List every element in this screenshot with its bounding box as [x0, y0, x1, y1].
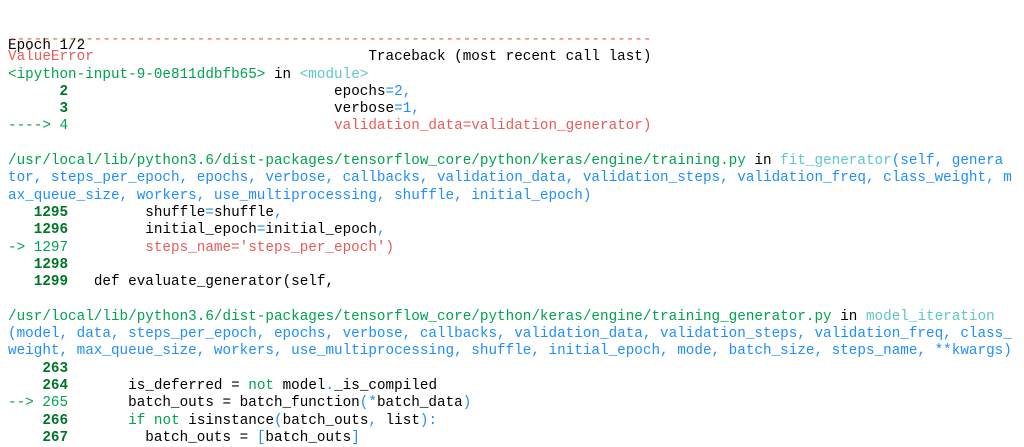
traceback-line — [8, 291, 1012, 308]
traceback-segment: batch_outs = batch_function — [68, 395, 360, 412]
traceback-segment: isinstance — [179, 412, 275, 429]
traceback-segment: batch_outs = — [68, 429, 257, 446]
traceback-segment: ( — [274, 412, 283, 429]
traceback-line: 267 batch_outs = [batch_outs] — [8, 430, 1012, 447]
traceback-line: 264 is_deferred = not model._is_compiled — [8, 378, 1012, 395]
traceback-segment: not — [248, 377, 274, 394]
traceback-line: ----> 4 validation_data=validation_gener… — [8, 118, 1012, 135]
stdout-output: Epoch 1/2 — [8, 3, 1012, 72]
traceback-segment: 267 — [8, 429, 69, 446]
traceback-segment: 263 — [8, 360, 69, 377]
traceback-segment: initial_epoch — [68, 222, 257, 239]
traceback-line — [8, 136, 1012, 153]
traceback-segment: 1296 — [8, 222, 69, 239]
traceback-segment: ValueError — [8, 49, 94, 66]
traceback-segment: batch_outs — [265, 429, 352, 446]
traceback-segment: (self, generator, steps_per_epoch, epoch… — [8, 153, 1012, 204]
traceback-segment: =2, — [385, 83, 412, 100]
traceback-segment: 266 — [8, 412, 69, 429]
traceback-segment: /usr/local/lib/python3.6/dist-packages/t… — [8, 308, 832, 325]
traceback-segment: 2 — [8, 83, 69, 100]
traceback-segment: batch_outs — [282, 412, 369, 429]
traceback-segment: is_deferred = — [68, 377, 249, 394]
traceback-segment: . — [325, 377, 335, 394]
traceback-segment: initial_epoch — [265, 222, 377, 239]
traceback-segment: if — [128, 412, 146, 429]
traceback-segment: (model, data, steps_per_epoch, epochs, v… — [8, 326, 1012, 360]
traceback-segment: validation_data=validation_generator) — [68, 118, 652, 135]
traceback-segment: model — [274, 377, 326, 394]
traceback-segment: 1298 — [8, 256, 69, 273]
traceback-segment: fit_generator — [780, 153, 892, 170]
stdout-line: Epoch 1/2 — [8, 37, 86, 54]
traceback-segment: = — [205, 204, 214, 221]
traceback-segment: list — [377, 412, 420, 429]
traceback-line: ----------------------------------------… — [8, 32, 1012, 49]
traceback-segment: 1299 — [8, 274, 69, 291]
traceback-segment: 264 — [8, 377, 69, 394]
traceback-segment: 1295 — [8, 204, 69, 221]
traceback-line: 266 if not isinstance(batch_outs, list): — [8, 413, 1012, 430]
traceback-line: /usr/local/lib/python3.6/dist-packages/t… — [8, 309, 1012, 361]
traceback-segment: not — [153, 412, 180, 429]
traceback-segment: def evaluate_generator(self, — [68, 274, 335, 291]
traceback-segment: epochs — [68, 83, 386, 100]
traceback-line: 1296 initial_epoch=initial_epoch, — [8, 222, 1012, 239]
traceback-segment: in — [745, 153, 781, 170]
traceback-line: 3 verbose=1, — [8, 101, 1012, 118]
traceback-segment: <module> — [299, 66, 369, 83]
traceback-segment: in — [265, 66, 300, 83]
traceback-segment: ] — [351, 429, 360, 446]
traceback-segment — [145, 413, 154, 429]
traceback-segment: shuffle — [213, 204, 275, 221]
traceback-segment: ----------------------------------------… — [8, 32, 652, 48]
traceback-segment: = — [256, 222, 266, 239]
traceback-segment: <ipython-input-9-0e811ddbfb65> — [8, 66, 266, 83]
traceback-segment: , — [376, 222, 386, 239]
traceback-line: /usr/local/lib/python3.6/dist-packages/t… — [8, 153, 1012, 205]
traceback-line: --> 265 batch_outs = batch_function(*bat… — [8, 395, 1012, 412]
traceback-segment — [68, 413, 128, 429]
traceback-line: 263 — [8, 361, 1012, 378]
traceback-line: <ipython-input-9-0e811ddbfb65> in <modul… — [8, 67, 1012, 84]
traceback-segment: ): — [419, 412, 438, 429]
traceback-segment: ) — [462, 395, 472, 412]
traceback-segment: in — [831, 308, 866, 325]
traceback-line: -> 1297 steps_name='steps_per_epoch') — [8, 240, 1012, 257]
traceback-segment: batch_data — [376, 395, 463, 412]
traceback-line: 1299 def evaluate_generator(self, — [8, 274, 1012, 291]
traceback-segment: verbose — [68, 101, 395, 118]
traceback-line: ValueError Traceback (most recent call l… — [8, 49, 1012, 66]
traceback-segment: shuffle — [68, 204, 206, 221]
traceback-segment: _is_compiled — [334, 377, 438, 394]
traceback-output: ----------------------------------------… — [8, 32, 1012, 447]
traceback-line: 1295 shuffle=shuffle, — [8, 205, 1012, 222]
traceback-line: 2 epochs=2, — [8, 84, 1012, 101]
traceback-segment: --> 265 — [8, 395, 69, 412]
traceback-segment: =1, — [394, 101, 420, 118]
traceback-segment: /usr/local/lib/python3.6/dist-packages/t… — [8, 153, 746, 170]
traceback-segment: , — [368, 412, 378, 429]
traceback-segment: model_iteration — [865, 308, 995, 325]
traceback-segment: , — [274, 204, 283, 221]
traceback-segment: 3 — [8, 101, 69, 118]
traceback-segment: ----> 4 — [8, 118, 69, 135]
traceback-line: 1298 — [8, 257, 1012, 274]
traceback-segment: -> 1297 — [8, 239, 69, 256]
traceback-segment: steps_name='steps_per_epoch') — [68, 239, 395, 256]
traceback-segment: Traceback (most recent call last) — [93, 49, 652, 66]
traceback-segment: (* — [359, 395, 377, 412]
